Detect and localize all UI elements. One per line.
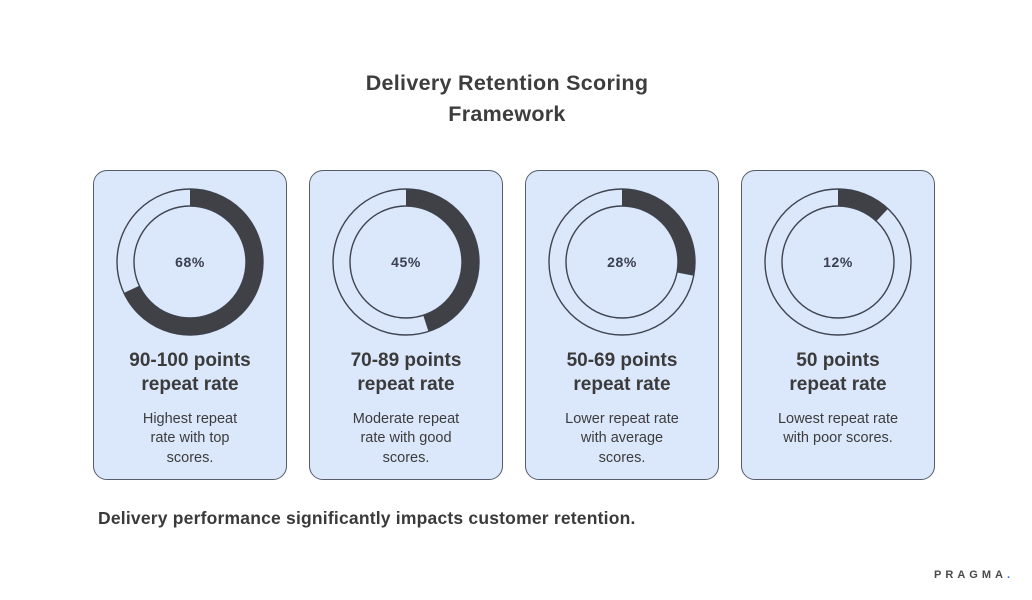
card-description: Lowest repeat rate with poor scores. <box>777 411 899 447</box>
card-title: 70-89 points repeat rate <box>350 350 462 396</box>
donut-rings-icon <box>548 188 696 336</box>
score-card-70-89: 45% 70-89 points repeat rate Moderate re… <box>309 170 503 480</box>
brand-logo: PRAGMA. <box>934 569 1010 581</box>
donut-rings-icon <box>764 188 912 336</box>
donut-progress-arc <box>117 189 263 335</box>
footer-note: Delivery performance significantly impac… <box>98 508 636 528</box>
score-cards-row: 68% 90-100 points repeat rate Highest re… <box>93 170 935 480</box>
score-card-50-69: 28% 50-69 points repeat rate Lower repea… <box>525 170 719 480</box>
percent-label: 68% <box>175 254 205 270</box>
percent-label: 12% <box>823 254 853 270</box>
percent-label: 28% <box>607 254 637 270</box>
card-description: Highest repeat rate with top scores. <box>142 411 238 466</box>
card-description: Lower repeat rate with average scores. <box>565 411 679 466</box>
donut-progress-arc <box>765 189 911 335</box>
card-title: 50 points repeat rate <box>789 350 887 396</box>
donut-chart-12: 12% <box>758 182 918 342</box>
score-card-90-100: 68% 90-100 points repeat rate Highest re… <box>93 170 287 480</box>
donut-rings-icon <box>332 188 480 336</box>
card-title: 50-69 points repeat rate <box>566 350 678 396</box>
donut-chart-45: 45% <box>326 182 486 342</box>
donut-chart-68: 68% <box>110 182 270 342</box>
donut-progress-arc <box>549 189 695 335</box>
percent-label: 45% <box>391 254 421 270</box>
score-card-50: 12% 50 points repeat rate Lowest repeat … <box>741 170 935 480</box>
page-title: Delivery Retention Scoring Framework <box>365 71 649 126</box>
donut-rings-icon <box>116 188 264 336</box>
donut-progress-arc <box>333 189 479 335</box>
brand-dot: . <box>1006 569 1010 581</box>
donut-chart-28: 28% <box>542 182 702 342</box>
card-title: 90-100 points repeat rate <box>129 350 251 396</box>
brand-name: PRAGMA <box>934 569 1007 581</box>
card-description: Moderate repeat rate with good scores. <box>352 411 460 466</box>
